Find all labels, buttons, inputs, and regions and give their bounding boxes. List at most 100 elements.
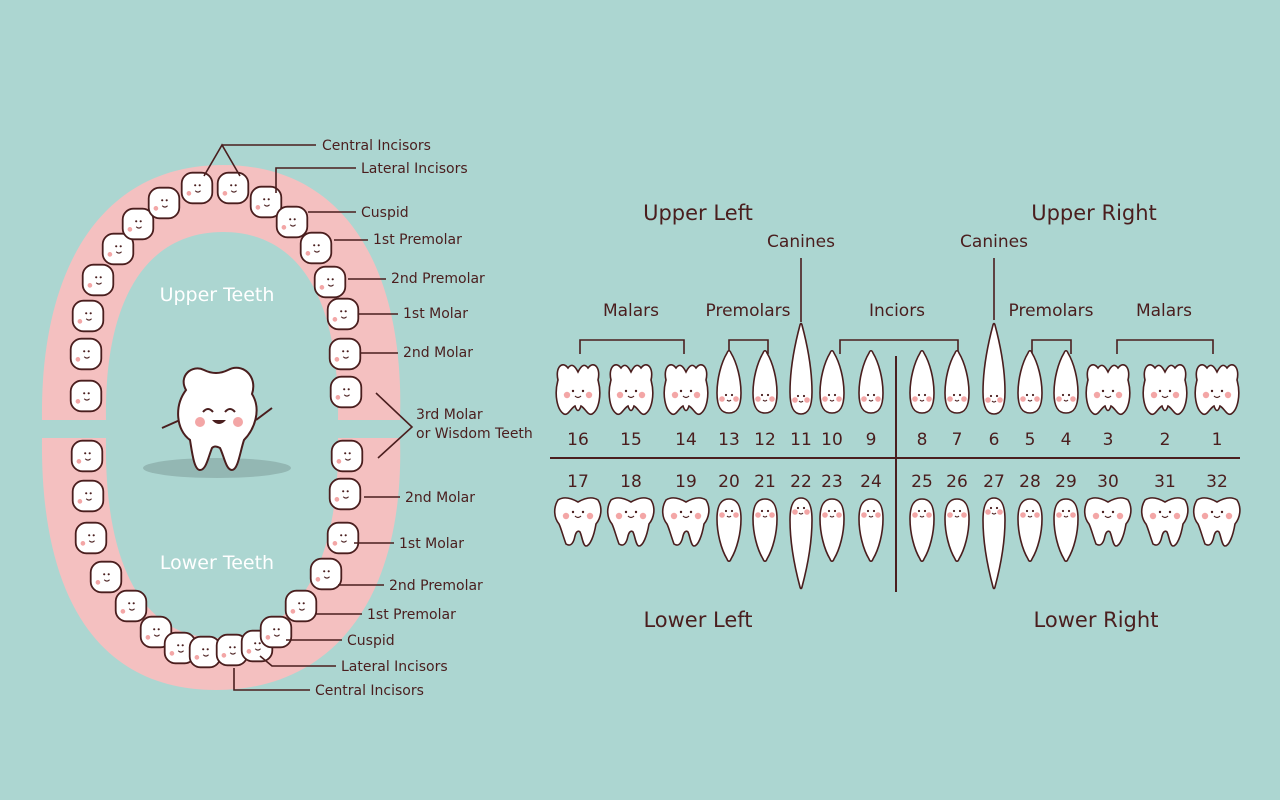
upper-tooth-6: [982, 322, 1006, 415]
quadrant-upper-right: Upper Right: [1031, 201, 1157, 225]
upper-arch-tooth: [275, 205, 309, 239]
upper-tooth-number: 15: [620, 430, 642, 450]
label-upper-cuspid: Cuspid: [361, 205, 409, 221]
quadrant-lower-right: Lower Right: [1034, 608, 1159, 632]
bracket-premolars-left: [728, 339, 769, 354]
lower-arch-tooth: [309, 557, 343, 591]
upper-arch-tooth: [313, 265, 347, 299]
lower-tooth-19: [661, 497, 710, 547]
lower-tooth-number: 20: [718, 472, 740, 492]
upper-tooth-12: [752, 349, 778, 414]
label-upper-1st-molar: 1st Molar: [403, 306, 468, 322]
lower-gum: [41, 438, 401, 690]
lower-tooth-number: 26: [946, 472, 968, 492]
group-inciors: Inciors: [869, 301, 925, 321]
lower-tooth-number: 24: [860, 472, 882, 492]
upper-tooth-1: [1194, 363, 1240, 416]
label-lower-central-incisors: Central Incisors: [315, 683, 424, 699]
upper-tooth-number: 7: [952, 430, 963, 450]
group-premolars-right: Premolars: [1009, 301, 1094, 321]
upper-tooth-5: [1017, 349, 1043, 414]
lower-tooth-number: 17: [567, 472, 589, 492]
group-brackets: [579, 258, 1214, 354]
lower-tooth-number: 19: [675, 472, 697, 492]
upper-tooth-9: [858, 349, 884, 414]
chart-axes: [550, 356, 1240, 592]
lower-tooth-number: 30: [1097, 472, 1119, 492]
upper-teeth-row: [555, 322, 1240, 416]
upper-tooth-4: [1053, 349, 1079, 414]
upper-tooth-number: 2: [1160, 430, 1171, 450]
mascot-body: [177, 366, 258, 472]
upper-tooth-13: [716, 349, 742, 414]
lower-arch-tooth: [74, 521, 108, 555]
lower-teeth-title: Lower Teeth: [160, 552, 274, 574]
upper-tooth-15: [608, 363, 654, 416]
upper-arch-tooth: [328, 337, 362, 371]
lower-arch-tooth: [326, 521, 360, 555]
group-malars-right: Malars: [1136, 301, 1192, 321]
upper-tooth-16: [555, 363, 601, 416]
lower-tooth-30: [1083, 497, 1132, 547]
label-upper-lateral-incisors: Lateral Incisors: [361, 161, 468, 177]
quadrant-lower-left: Lower Left: [643, 608, 752, 632]
quadrant-upper-left: Upper Left: [643, 201, 753, 225]
upper-tooth-11: [789, 322, 813, 415]
label-third-molar: 3rd Molar: [416, 407, 483, 423]
upper-tooth-number: 1: [1212, 430, 1223, 450]
label-lower-lateral-incisors: Lateral Incisors: [341, 659, 448, 675]
upper-tooth-number: 9: [866, 430, 877, 450]
group-premolars-left: Premolars: [706, 301, 791, 321]
label-lower-cuspid: Cuspid: [347, 633, 395, 649]
lower-tooth-number: 27: [983, 472, 1005, 492]
label-lower-1st-molar: 1st Molar: [399, 536, 464, 552]
lower-tooth-number: 23: [821, 472, 843, 492]
upper-arch-tooth: [121, 207, 155, 241]
leader-lower-central: [233, 668, 310, 691]
upper-arch-tooth: [71, 299, 105, 333]
mascot-eyes: [202, 408, 236, 413]
mascot-cheek-left: [195, 417, 205, 427]
lower-tooth-number: 31: [1154, 472, 1176, 492]
lower-tooth-number: 32: [1206, 472, 1228, 492]
label-upper-central-incisors: Central Incisors: [322, 138, 431, 154]
lower-tooth-22: [789, 497, 813, 590]
lower-tooth-number: 21: [754, 472, 776, 492]
upper-tooth-number: 11: [790, 430, 812, 450]
label-upper-2nd-molar: 2nd Molar: [403, 345, 473, 361]
lower-arch-tooth: [114, 589, 148, 623]
leader-upper-central: [203, 143, 316, 177]
upper-tooth-number: 16: [567, 430, 589, 450]
lower-tooth-number: 25: [911, 472, 933, 492]
lower-tooth-21: [752, 498, 778, 563]
group-canines-left: Canines: [767, 232, 835, 252]
lower-tooth-29: [1053, 498, 1079, 563]
label-upper-2nd-premolar: 2nd Premolar: [391, 271, 485, 287]
upper-tooth-14: [663, 363, 709, 416]
lower-tooth-25: [909, 498, 935, 563]
dental-arch: Upper Teeth Lower Teeth: [41, 165, 401, 690]
lower-arch-tooth: [328, 477, 362, 511]
group-canines-right: Canines: [960, 232, 1028, 252]
leader-upper-lateral: [275, 167, 356, 193]
upper-tooth-8: [909, 349, 935, 414]
lower-arch-tooth: [259, 615, 293, 649]
mascot-shadow: [143, 458, 291, 478]
upper-tooth-number: 4: [1061, 430, 1072, 450]
lower-teeth-row: [553, 497, 1241, 590]
bracket-malars-left: [579, 339, 685, 354]
lower-tooth-31: [1140, 497, 1189, 547]
upper-arch-tooth: [180, 171, 214, 205]
upper-arch-tooth: [147, 186, 181, 220]
upper-arch-tooth: [81, 263, 115, 297]
upper-tooth-7: [944, 349, 970, 414]
lower-tooth-18: [606, 497, 655, 547]
mascot-mouth: [212, 420, 226, 424]
lower-tooth-26: [944, 498, 970, 563]
upper-teeth-title: Upper Teeth: [160, 284, 275, 306]
lower-tooth-23: [819, 498, 845, 563]
lower-arch-tooth: [284, 589, 318, 623]
